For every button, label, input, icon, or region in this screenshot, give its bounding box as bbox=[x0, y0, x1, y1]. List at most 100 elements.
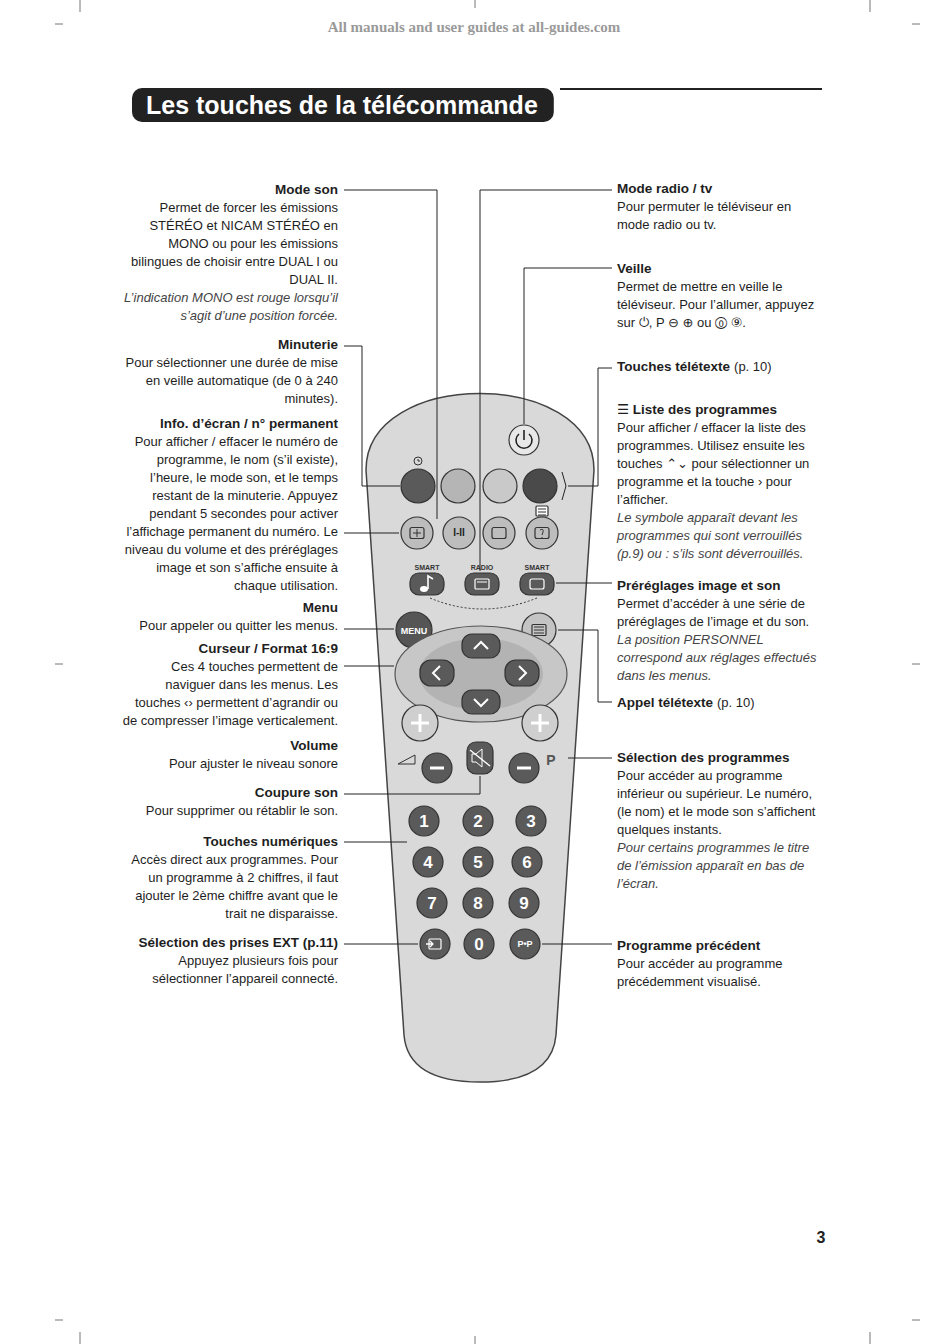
note-icon bbox=[420, 586, 428, 592]
callout-line: Pour permuter le téléviseur en mode radi… bbox=[617, 198, 823, 234]
teletext-icon bbox=[534, 627, 544, 633]
leader-line bbox=[344, 776, 480, 794]
chevron bbox=[474, 699, 488, 706]
list-symbol bbox=[538, 509, 546, 515]
callout-line: Pour ajuster le niveau sonore bbox=[122, 755, 338, 773]
callout-line: Pour supprimer ou rétablir le son. bbox=[122, 802, 338, 820]
callout-heading: Veille bbox=[617, 261, 652, 276]
crop-mark bbox=[912, 1320, 920, 1321]
callout-note: Le symbole apparaît devant les programme… bbox=[617, 510, 803, 561]
button-caption: RADIO bbox=[471, 564, 494, 571]
callout-heading: Menu bbox=[303, 600, 338, 615]
crop-mark bbox=[912, 24, 920, 25]
callout-line: Accès direct aux programmes. Pour un pro… bbox=[122, 851, 338, 923]
chevron bbox=[474, 642, 488, 649]
callout-text: Permet de mettre en veille le téléviseur… bbox=[617, 279, 814, 330]
callout-heading: Curseur / Format 16:9 bbox=[198, 641, 338, 656]
volume-minus bbox=[422, 753, 452, 783]
leader-line bbox=[344, 190, 437, 519]
callout-line: Veille bbox=[617, 260, 823, 278]
page-number: 3 bbox=[817, 1230, 826, 1246]
number-key-label: 0 bbox=[474, 936, 483, 953]
leader-line bbox=[556, 583, 612, 584]
callout-line: ☰ Liste des programmes bbox=[617, 401, 823, 419]
callout-heading: Mode son bbox=[275, 182, 338, 197]
leader-line bbox=[344, 346, 400, 486]
colour-button bbox=[523, 469, 557, 503]
callout-line: Pour afficher / effacer la liste des pro… bbox=[617, 419, 823, 509]
callout-line: Appel télétexte(p. 10) bbox=[617, 694, 823, 712]
colour-button bbox=[483, 469, 517, 503]
callout-note: Pour certains programmes le titre de l’é… bbox=[617, 840, 809, 891]
callout-text: Ces 4 touches permettent de naviguer dan… bbox=[123, 659, 338, 728]
crop-mark bbox=[55, 1320, 63, 1321]
radio-icon bbox=[475, 579, 489, 589]
smart-button bbox=[410, 573, 444, 595]
callout-text: Appuyez plusieurs fois pour sélectionner… bbox=[152, 953, 338, 986]
radio-icon bbox=[477, 582, 487, 583]
leader-line bbox=[344, 629, 394, 630]
callout: VolumePour ajuster le niveau sonore bbox=[122, 737, 338, 773]
callout-text: Pour ajuster le niveau sonore bbox=[169, 756, 338, 771]
button-caption: P bbox=[546, 753, 555, 767]
callout: Préréglages image et sonPermet d’accéder… bbox=[617, 577, 823, 685]
callout-line: Appuyez plusieurs fois pour sélectionner… bbox=[122, 952, 338, 988]
callout-line: Mode radio / tv bbox=[617, 180, 823, 198]
button-caption: SMART bbox=[415, 564, 440, 571]
volume-plus bbox=[402, 705, 438, 741]
function-button bbox=[483, 517, 515, 549]
crop-mark bbox=[870, 0, 871, 12]
callout-heading: Info. d’écran / n° permanent bbox=[160, 416, 338, 431]
callout: Curseur / Format 16:9Ces 4 touches perme… bbox=[122, 640, 338, 730]
number-key bbox=[420, 929, 450, 959]
callout-text: Pour sélectionner une durée de mise en v… bbox=[126, 355, 338, 406]
leader-line bbox=[344, 666, 394, 667]
callout: Touches télétexte(p. 10) bbox=[617, 358, 823, 376]
number-key-label: 2 bbox=[473, 813, 482, 830]
minus-sign bbox=[430, 767, 444, 770]
program-plus bbox=[522, 705, 558, 741]
watermark: All manuals and user guides at all-guide… bbox=[328, 20, 621, 35]
number-key bbox=[413, 847, 443, 877]
callout-line: Permet de forcer les émissions STÉRÉO et… bbox=[122, 199, 338, 289]
callout-heading: Volume bbox=[290, 738, 338, 753]
callout: Sélection des programmesPour accéder au … bbox=[617, 749, 823, 893]
colour-button bbox=[401, 469, 435, 503]
button-label: MENU bbox=[401, 627, 428, 636]
callout-line: Programme précédent bbox=[617, 937, 823, 955]
number-key-label: 7 bbox=[427, 895, 436, 912]
callout-heading: Touches numériques bbox=[203, 834, 338, 849]
leader-line bbox=[568, 758, 612, 759]
function-button bbox=[401, 517, 433, 549]
leader-line bbox=[344, 944, 418, 945]
callout-line: Pour accéder au programme inférieur ou s… bbox=[617, 767, 823, 839]
callout-note: L’indication MONO est rouge lorsqu’il s’… bbox=[124, 290, 338, 323]
crop-mark bbox=[475, 0, 476, 8]
radio-tv-icon bbox=[492, 528, 506, 539]
list-icon bbox=[535, 528, 549, 539]
callout-note: La position PERSONNEL correspond aux rég… bbox=[617, 632, 816, 683]
leader-line bbox=[524, 268, 612, 424]
program-minus bbox=[509, 753, 539, 783]
callout-line: Info. d’écran / n° permanent bbox=[122, 415, 338, 433]
callout: Touches numériquesAccès direct aux progr… bbox=[122, 833, 338, 923]
function-button bbox=[443, 517, 475, 549]
callout-line: Pour appeler ou quitter les menus. bbox=[122, 617, 338, 635]
cursor-down bbox=[462, 690, 500, 714]
timer-icon bbox=[414, 457, 422, 465]
cursor-up bbox=[462, 634, 500, 658]
crop-mark bbox=[80, 0, 81, 12]
callout-text: Pour afficher / effacer le numéro de pro… bbox=[125, 434, 338, 593]
number-key bbox=[463, 888, 493, 918]
number-key-label: 9 bbox=[519, 895, 528, 912]
callout-heading: Sélection des programmes bbox=[617, 750, 790, 765]
callout-line: L’indication MONO est rouge lorsqu’il s’… bbox=[122, 289, 338, 325]
callout-line: Le symbole apparaît devant les programme… bbox=[617, 509, 823, 563]
crop-mark bbox=[55, 664, 63, 665]
callout-line: Préréglages image et son bbox=[617, 577, 823, 595]
callout-text: Permet d’accéder à une série de prérégla… bbox=[617, 596, 809, 629]
callout-heading: Touches télétexte bbox=[617, 359, 730, 374]
button-caption: SMART bbox=[525, 564, 550, 571]
number-key-label: 6 bbox=[522, 854, 531, 871]
picture-icon bbox=[530, 579, 544, 589]
